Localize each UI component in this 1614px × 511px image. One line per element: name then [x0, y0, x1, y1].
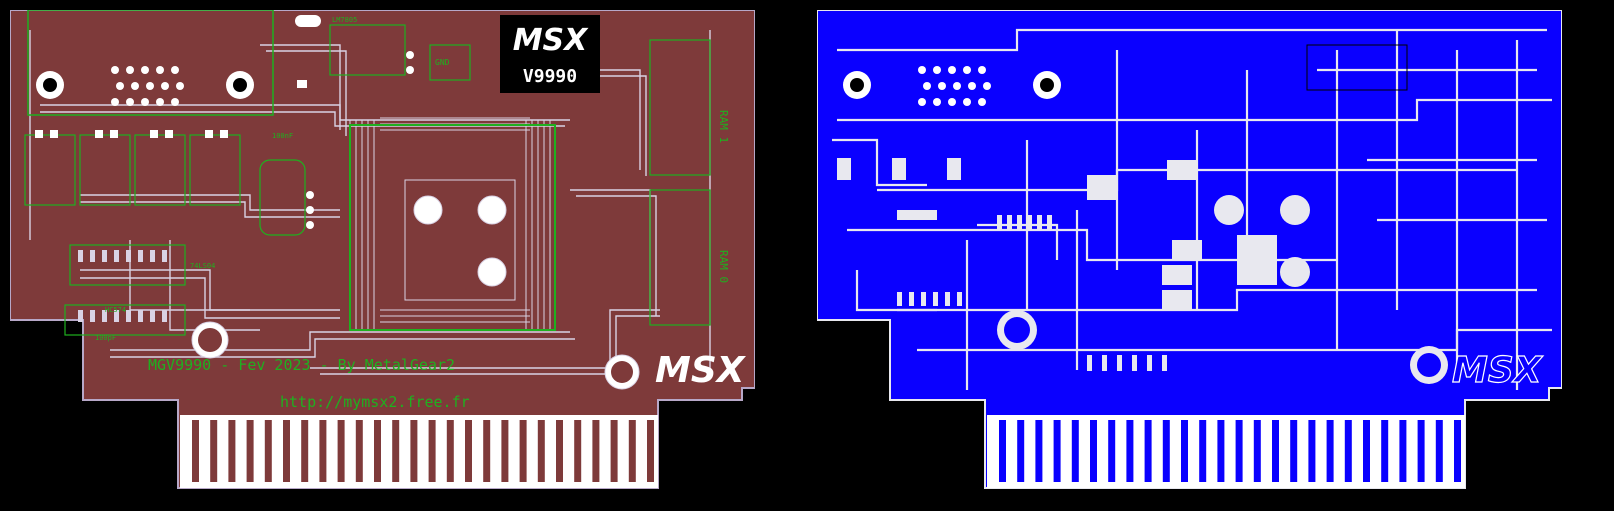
db-connector-pins [111, 66, 184, 106]
finger-gaps [999, 420, 1461, 482]
trace-group [832, 28, 1552, 390]
finger-gap [1454, 420, 1461, 482]
finger-gap [1308, 420, 1316, 482]
finger-gap [537, 420, 545, 482]
smd-pads [837, 158, 1277, 310]
finger-gap [519, 420, 527, 482]
finger-gap [283, 420, 290, 482]
connector-hole-cores [850, 78, 1054, 92]
finger-gap [228, 420, 236, 482]
top-layer-svg: MSX V9990 RAM 1 RAM 0 100nF 100pF GND 74… [10, 10, 755, 489]
finger-gap [1344, 420, 1352, 482]
finger-gap [1053, 420, 1061, 482]
cap-100nf-label: 100nF [272, 132, 293, 140]
msx-corner-logo: MSX [655, 350, 747, 391]
finger-gap [1090, 420, 1097, 482]
finger-gap [1199, 420, 1207, 482]
ram0-label: RAM 0 [717, 250, 730, 283]
finger-gap [647, 420, 654, 482]
finger-gap [1126, 420, 1134, 482]
top-layer-board: MSX V9990 RAM 1 RAM 0 100nF 100pF GND 74… [10, 10, 755, 498]
finger-gap [355, 420, 363, 482]
bottom-layer-svg: MSX [817, 10, 1562, 489]
finger-gap [610, 420, 618, 482]
finger-gap [1290, 420, 1298, 482]
gnd-label: GND [435, 58, 450, 67]
bottom-layer-board: MSX [817, 10, 1562, 498]
finger-gap [337, 420, 345, 482]
finger-gap [1144, 420, 1152, 482]
smd-ic-outline [1306, 44, 1408, 91]
finger-gap [628, 420, 636, 482]
finger-gap [1108, 420, 1116, 482]
finger-gap [1417, 420, 1425, 482]
finger-gap [446, 420, 454, 482]
credit-line: MGV9990 - Fev 2023 - By MetalGear2 [148, 356, 455, 374]
finger-gap [1363, 420, 1370, 482]
db-connector-pins [918, 66, 991, 106]
ic-c-label: LM7805 [332, 16, 357, 24]
ic-pins [78, 250, 167, 322]
component-outlines [24, 24, 711, 336]
finger-gap [374, 420, 381, 482]
finger-gap [556, 420, 563, 482]
finger-gap [483, 420, 491, 482]
cap-100pf-label: 100pF [95, 334, 116, 342]
finger-gap [1399, 420, 1407, 482]
vga-connector-outline [27, 10, 274, 116]
finger-gap [501, 420, 509, 482]
chip-name-label: V9990 [523, 66, 577, 87]
finger-gap [1326, 420, 1334, 482]
finger-gap [1217, 420, 1225, 482]
finger-gaps [192, 420, 654, 482]
small-pads [35, 15, 414, 229]
finger-gap [1181, 420, 1188, 482]
msx-corner-logo: MSX [1452, 350, 1544, 391]
ic-b-label: HC574 [105, 306, 126, 314]
ram1-label: RAM 1 [717, 110, 730, 143]
finger-gap [465, 420, 472, 482]
finger-gap [410, 420, 418, 482]
hole-cores [1004, 317, 1441, 377]
finger-gap [246, 420, 254, 482]
finger-gap [592, 420, 600, 482]
finger-gap [1035, 420, 1043, 482]
ic-pins [897, 215, 1167, 371]
finger-gap [301, 420, 309, 482]
finger-gap [1435, 420, 1443, 482]
finger-gap [1253, 420, 1261, 482]
finger-gap [574, 420, 582, 482]
finger-gap [1381, 420, 1389, 482]
msx-logo-text: MSX [513, 23, 589, 58]
finger-gap [392, 420, 400, 482]
msx-logo-block [500, 15, 600, 93]
finger-gap [1017, 420, 1025, 482]
finger-gap [1071, 420, 1079, 482]
finger-gap [210, 420, 218, 482]
finger-gap [1162, 420, 1170, 482]
finger-gap [264, 420, 272, 482]
finger-gap [999, 420, 1006, 482]
finger-gap [192, 420, 199, 482]
finger-gap [1235, 420, 1243, 482]
url-line: http://mymsx2.free.fr [280, 393, 470, 411]
finger-gap [319, 420, 327, 482]
qfp-v9990-chip [349, 124, 556, 331]
finger-gap [428, 420, 436, 482]
ic-a-label: 74LS04 [190, 262, 215, 270]
finger-gap [1272, 420, 1279, 482]
